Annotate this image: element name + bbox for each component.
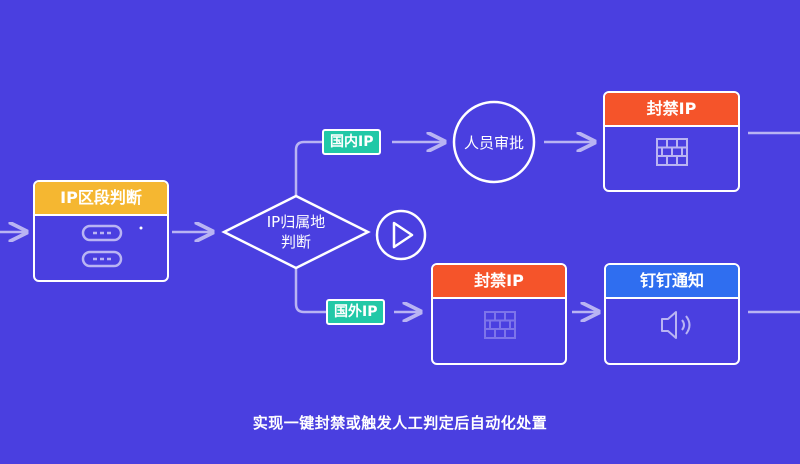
domestic-ip-tag: 国内IP (322, 129, 382, 155)
caption: 实现一键封禁或触发人工判定后自动化处置 (252, 414, 548, 432)
ip-location-line2: 判断 (280, 233, 311, 251)
approval-label: 人员审批 (463, 134, 524, 152)
block-ip-card-bottom: 封禁IP (431, 263, 567, 365)
ip-range-title: IP区段判断 (35, 182, 167, 216)
branch-down (294, 266, 326, 314)
ip-location-line1: IP归属地 (266, 213, 326, 231)
speaker-icon (661, 311, 691, 339)
dingtalk-notify-card: 钉钉通知 (604, 263, 740, 365)
server-icon (81, 224, 143, 268)
approval-circle (452, 100, 536, 184)
dingtalk-notify-title: 钉钉通知 (606, 265, 738, 299)
firewall-icon (656, 138, 688, 166)
ip-location-label: IP归属地 判断 (232, 212, 360, 252)
branch-up (294, 140, 322, 198)
decision-diamond (221, 194, 371, 270)
block-ip-title-top: 封禁IP (605, 93, 738, 127)
block-ip-card-top: 封禁IP (603, 91, 740, 192)
firewall-icon (484, 311, 516, 339)
ip-range-card: IP区段判断 (33, 180, 169, 282)
block-ip-title-bottom: 封禁IP (433, 265, 565, 299)
play-icon[interactable] (375, 209, 427, 261)
foreign-ip-tag: 国外IP (326, 299, 386, 325)
